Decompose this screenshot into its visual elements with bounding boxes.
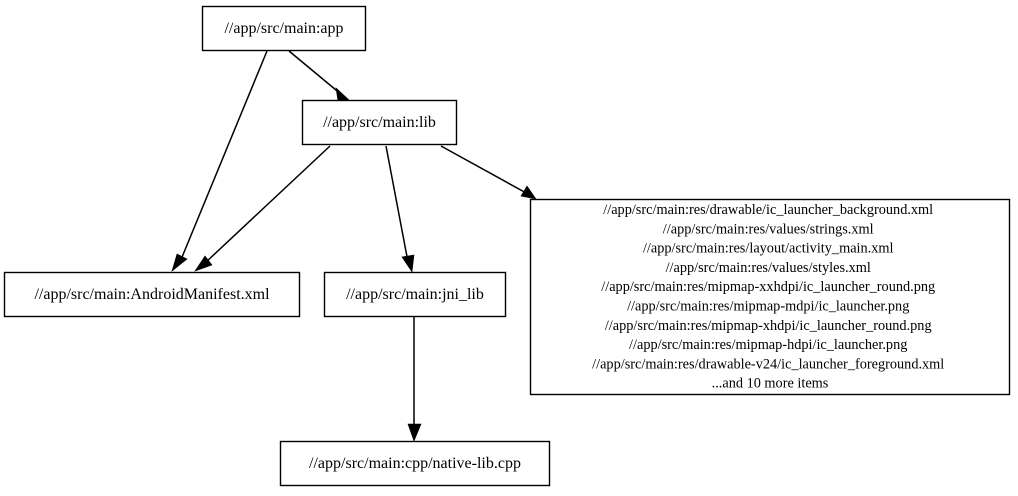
res-line-5: //app/src/main:res/mipmap-xxhdpi/ic_laun… (601, 279, 935, 295)
graph-edges (171, 50, 537, 442)
node-label: //app/src/main:AndroidManifest.xml (34, 286, 270, 303)
edge-line (440, 145, 529, 195)
edge-line (385, 145, 409, 263)
res-line-7: //app/src/main:res/mipmap-xhdpi/ic_launc… (605, 318, 932, 334)
node-box[interactable] (3, 271, 301, 318)
node-label: //app/src/main:cpp/native-lib.cpp (309, 455, 521, 472)
node-manifest[interactable]: //app/src/main:AndroidManifest.xml (3, 271, 301, 318)
arrowhead-icon (407, 423, 422, 442)
graph-nodes: //app/src/main:app //app/src/main:lib //… (3, 5, 1011, 487)
res-line-6: //app/src/main:res/mipmap-mdpi/ic_launch… (627, 299, 909, 315)
res-line-overflow-note: ...and 10 more items (712, 376, 829, 392)
node-label: //app/src/main:lib (323, 114, 436, 131)
edge-lib-to-jni_lib (385, 145, 415, 273)
edge-lib-to-manifest (194, 145, 331, 272)
arrowhead-icon (401, 254, 415, 273)
edge-line (288, 50, 343, 96)
edge-line (204, 145, 331, 264)
arrowhead-icon (520, 185, 537, 200)
res-line-1: //app/src/main:res/drawable/ic_launcher_… (603, 202, 933, 218)
edge-lib-to-res_group (440, 145, 537, 200)
node-box[interactable] (201, 5, 367, 52)
edge-jni_lib-to-native_lib (407, 317, 422, 442)
node-lib[interactable]: //app/src/main:lib (301, 99, 458, 146)
res-line-4: //app/src/main:res/values/styles.xml (666, 260, 871, 276)
node-box[interactable] (529, 198, 1011, 396)
edge-app-to-manifest (171, 50, 268, 272)
node-label: //app/src/main:app (224, 20, 343, 37)
res-line-8: //app/src/main:res/mipmap-hdpi/ic_launch… (629, 337, 907, 353)
node-jni-lib[interactable]: //app/src/main:jni_lib (323, 271, 507, 318)
res-line-3: //app/src/main:res/layout/activity_main.… (643, 241, 894, 257)
node-res-group[interactable]: //app/src/main:res/drawable/ic_launcher_… (529, 198, 1011, 396)
node-native-lib[interactable]: //app/src/main:cpp/native-lib.cpp (279, 440, 551, 487)
edge-line (179, 50, 268, 263)
node-app[interactable]: //app/src/main:app (201, 5, 367, 52)
res-line-9: //app/src/main:res/drawable-v24/ic_launc… (592, 356, 944, 372)
arrowhead-icon (171, 253, 188, 272)
arrowhead-icon (194, 255, 213, 272)
node-label: //app/src/main:jni_lib (346, 286, 484, 303)
node-res-group-lines: //app/src/main:res/drawable/ic_launcher_… (592, 202, 948, 392)
node-box[interactable] (279, 440, 551, 487)
res-line-2: //app/src/main:res/values/strings.xml (663, 221, 874, 237)
edge-app-to-lib (288, 50, 350, 102)
node-box[interactable] (323, 271, 507, 318)
node-box[interactable] (301, 99, 458, 146)
